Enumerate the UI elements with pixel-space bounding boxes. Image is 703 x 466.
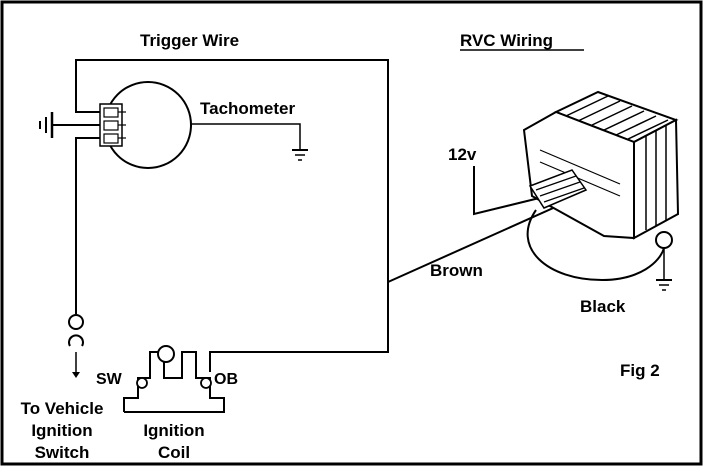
black-wire-line [526,209,665,282]
ob-terminal-label: OB [214,371,238,388]
tach-switch-wire [75,137,100,314]
trigger-wire-line [75,59,389,372]
ignition-coil-label-line1: Ignition [143,421,204,440]
ignition-coil-label-line2: Coil [158,443,190,462]
tachometer-gauge-icon [99,81,192,169]
ignition-switch-connector-icon [68,314,84,378]
to-vehicle-label-line3: Switch [35,443,90,462]
to-vehicle-label-line2: Ignition [31,421,92,440]
rvc-ground-symbol-icon [656,279,672,291]
tachometer-label: Tachometer [200,99,295,118]
brown-wire-line [387,195,581,283]
tach-right-ground-wire [190,123,301,150]
trigger-wire-title: Trigger Wire [140,31,239,50]
rvc-regulator-icon [522,90,680,240]
black-wire-label: Black [580,297,626,316]
twelve-volt-label: 12v [448,145,477,164]
rvc-wiring-title: RVC Wiring [460,31,553,50]
tach-right-ground-symbol-icon [292,149,308,161]
brown-wire-label: Brown [430,261,483,280]
figure-label: Fig 2 [620,361,660,380]
ignition-coil-icon [123,345,225,413]
tach-ground-symbol-icon [39,112,54,138]
sw-terminal-label: SW [96,371,123,388]
black-wire-ring-terminal-icon [655,231,673,249]
to-vehicle-label-line1: To Vehicle [21,399,104,418]
